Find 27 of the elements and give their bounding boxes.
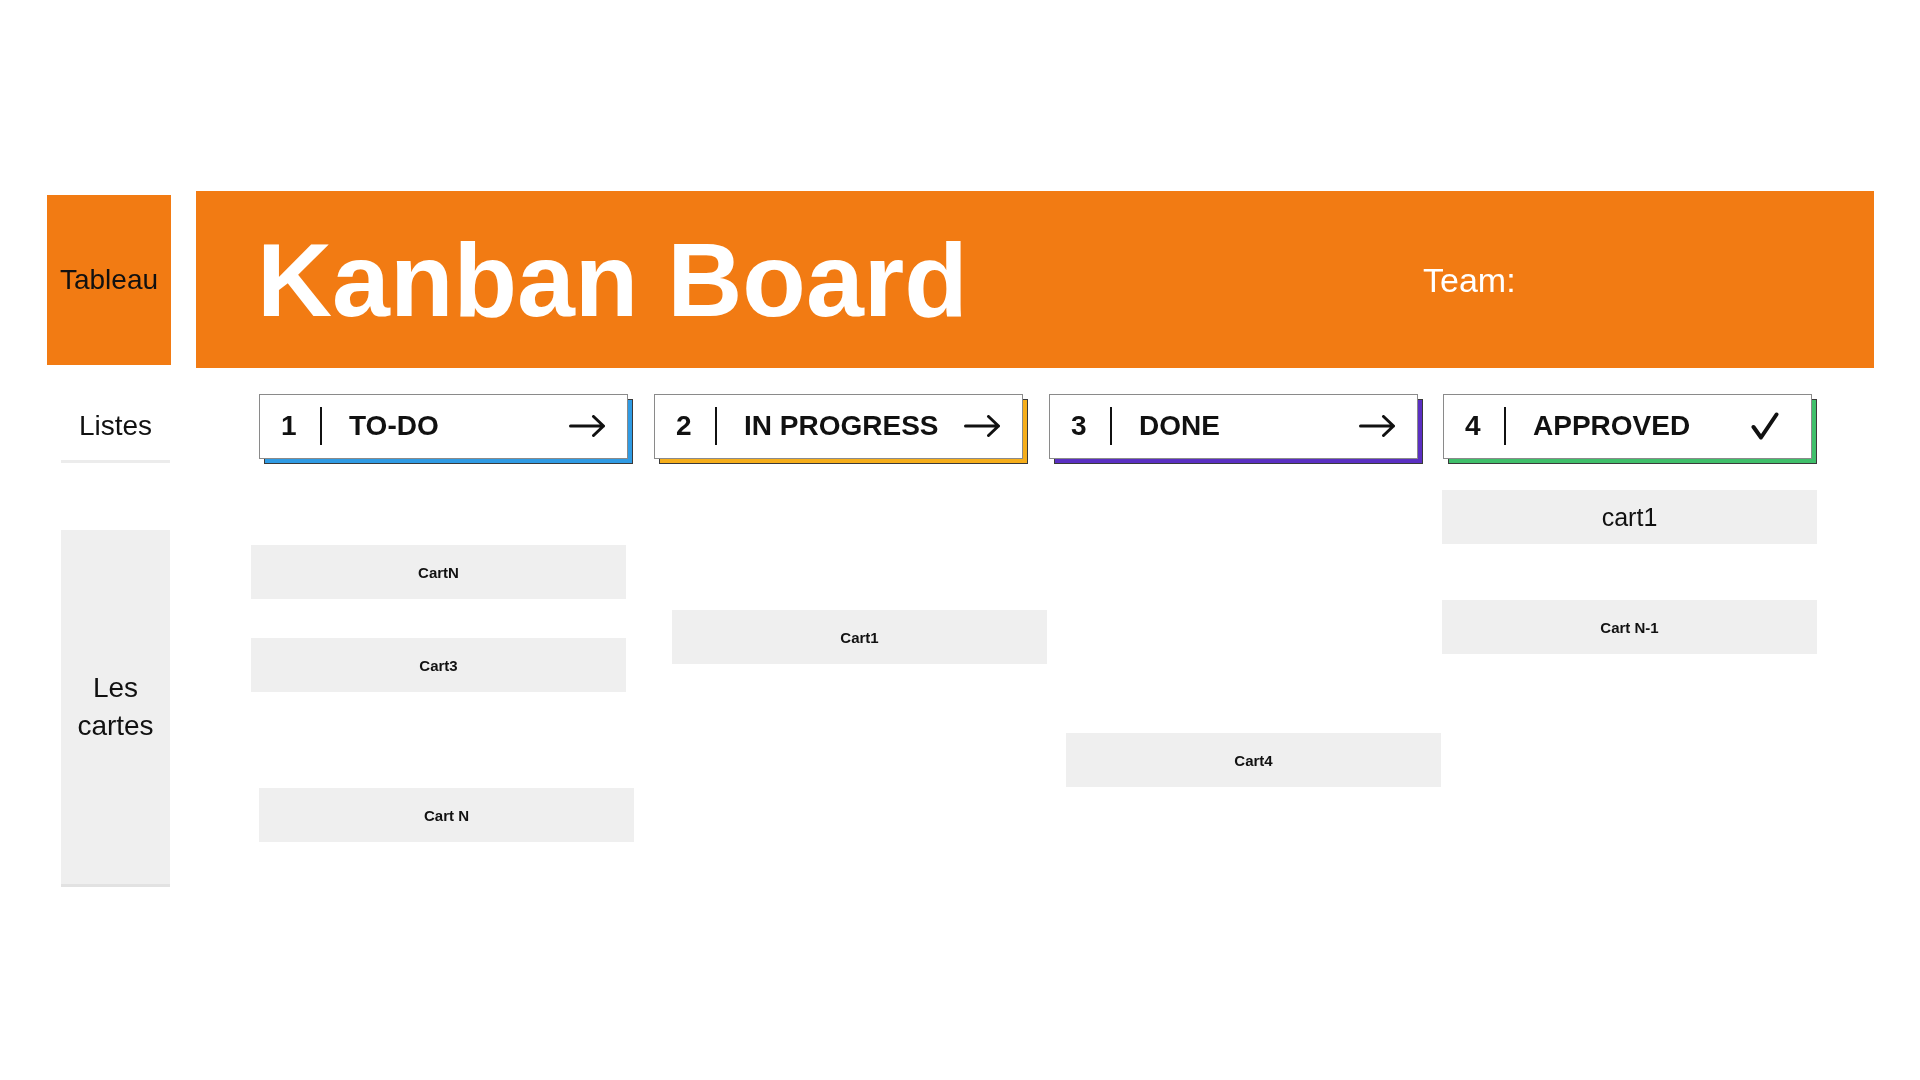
header-banner	[196, 191, 1874, 368]
card-title: Cart4	[1234, 751, 1273, 769]
board-title: Kanban Board	[257, 220, 968, 339]
column-number: 4	[1465, 410, 1481, 442]
card-title: cart1	[1601, 502, 1658, 532]
row-label: Listes	[78, 408, 153, 443]
card-title: Cart N-1	[1600, 618, 1659, 636]
column-number: 2	[676, 410, 692, 442]
column-title: TO-DO	[349, 410, 439, 442]
label-tile	[61, 530, 170, 887]
row-label: Les cartes	[76, 671, 155, 743]
column-title: APPROVED	[1533, 410, 1691, 442]
column-header	[1443, 394, 1817, 464]
column-number: 1	[281, 410, 297, 442]
column-header	[654, 394, 1028, 464]
card-title: Cart3	[419, 656, 458, 674]
column-header	[1049, 394, 1423, 464]
column-header	[259, 394, 633, 464]
team-label: Team:	[1423, 260, 1516, 299]
label-tile	[47, 195, 171, 365]
column-title: IN PROGRESS	[744, 410, 939, 442]
row-label: Tableau	[59, 263, 159, 297]
column-number: 3	[1071, 410, 1087, 442]
column-title: DONE	[1139, 410, 1220, 442]
card-title: CartN	[418, 563, 459, 581]
card-title: Cart N	[424, 806, 469, 824]
card-title: Cart1	[840, 628, 879, 646]
